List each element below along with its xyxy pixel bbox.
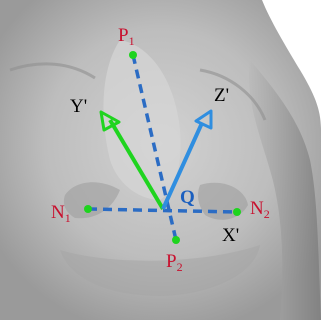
point-p2-marker <box>172 236 180 244</box>
label-q: Q <box>180 187 195 208</box>
label-z-axis: Z' <box>214 85 229 106</box>
label-y-axis: Y' <box>70 96 87 117</box>
point-n2-marker <box>233 208 241 216</box>
label-x-axis: X' <box>222 225 239 246</box>
point-n1-marker <box>84 205 92 213</box>
point-p1-marker <box>129 51 137 59</box>
